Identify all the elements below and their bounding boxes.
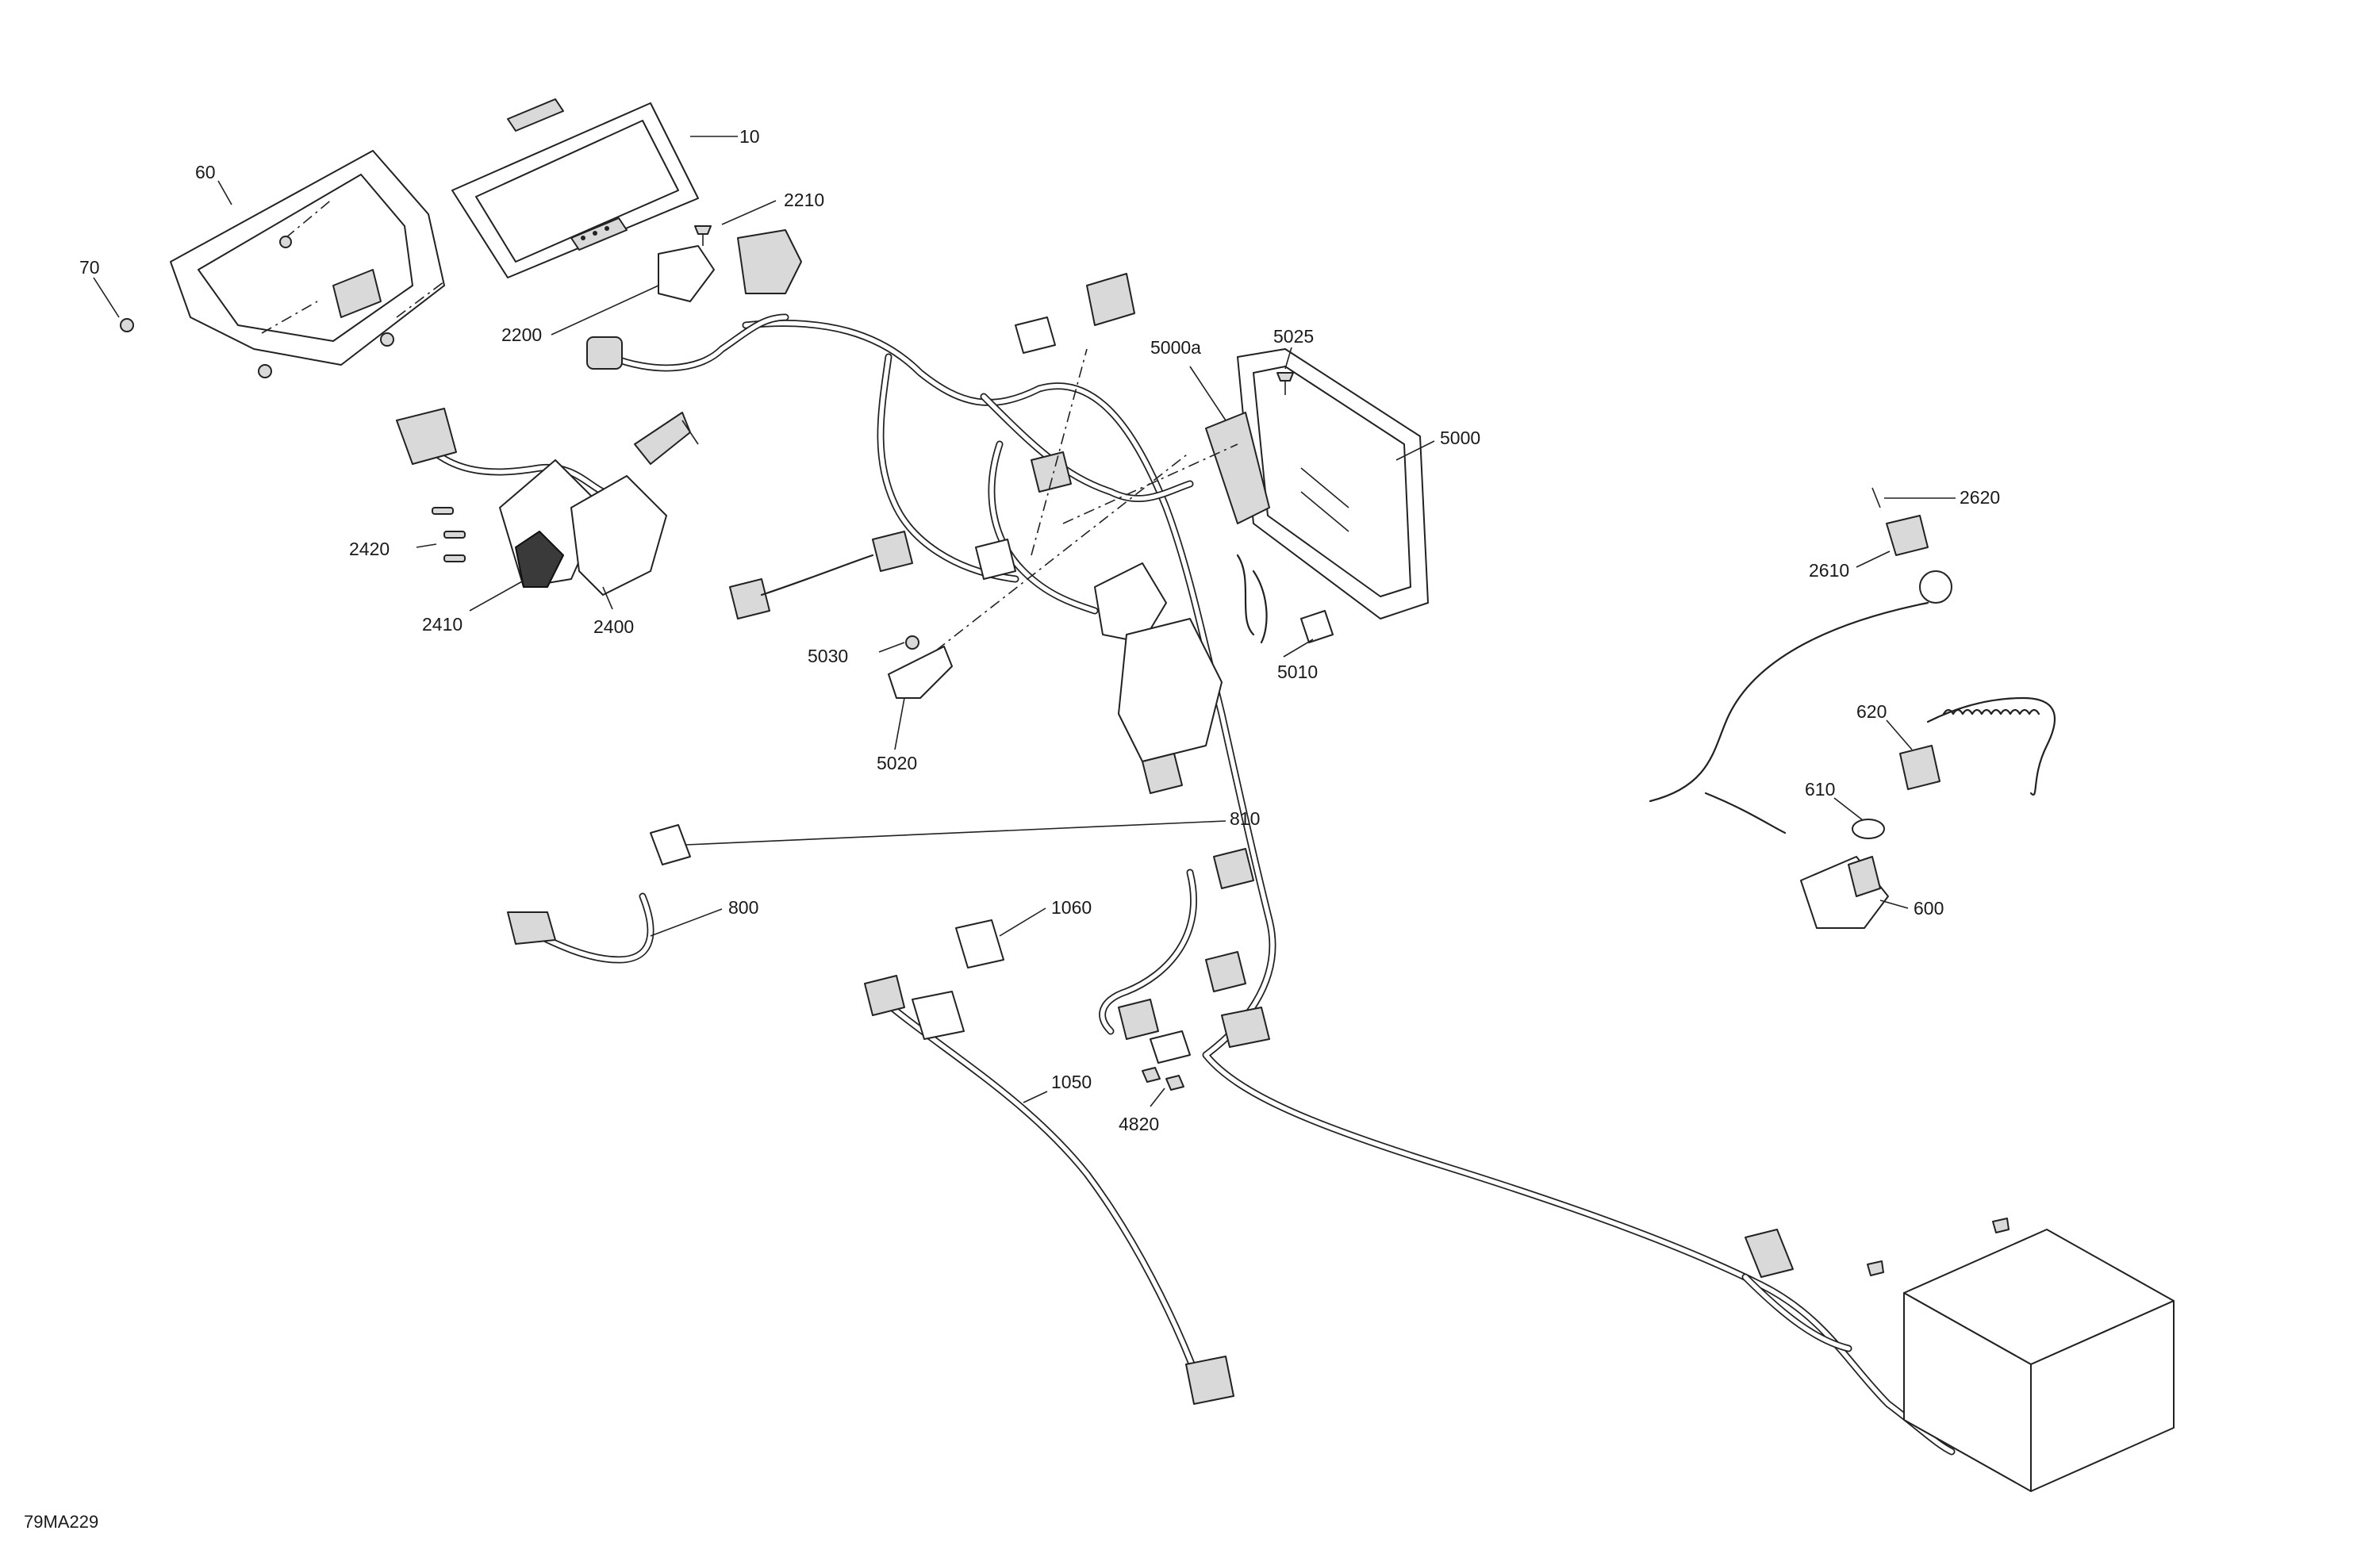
callout-2400: 2400 bbox=[593, 616, 634, 637]
connector-2200 bbox=[658, 245, 715, 302]
ecm-module-5000 bbox=[1205, 348, 1429, 619]
callout-2200: 2200 bbox=[501, 324, 542, 345]
connector-2200-end bbox=[586, 336, 623, 370]
callout-5000a: 5000a bbox=[1150, 337, 1201, 358]
screw-5025 bbox=[1276, 372, 1294, 395]
connector-left-end bbox=[729, 578, 770, 619]
buzzer-810 bbox=[650, 824, 691, 865]
callout-810: 810 bbox=[1230, 808, 1260, 829]
fuse-box bbox=[1118, 618, 1223, 762]
callout-5020: 5020 bbox=[877, 753, 917, 773]
wire-1050 bbox=[864, 975, 1234, 1405]
switch-1060 bbox=[955, 919, 1004, 969]
callout-70: 70 bbox=[79, 257, 100, 278]
harness-connectors bbox=[729, 273, 1270, 1048]
switch-2400 bbox=[570, 475, 667, 596]
callout-5000: 5000 bbox=[1440, 428, 1480, 448]
main-wiring-harness bbox=[742, 320, 1956, 1456]
battery-cable-boot bbox=[1745, 1229, 1794, 1278]
nuts-4820 bbox=[1142, 1030, 1191, 1091]
callout-5025: 5025 bbox=[1273, 326, 1314, 347]
callout-1050: 1050 bbox=[1051, 1072, 1092, 1092]
callout-620: 620 bbox=[1856, 701, 1887, 722]
callout-610: 610 bbox=[1805, 779, 1835, 800]
bracket-5020 bbox=[888, 635, 953, 699]
bracket-5010 bbox=[1300, 610, 1334, 643]
wire-800 bbox=[507, 892, 654, 964]
voltage-regulator bbox=[1094, 562, 1167, 643]
callout-4820: 4820 bbox=[1119, 1114, 1159, 1134]
screws-70 bbox=[120, 236, 394, 378]
relay-connector-top bbox=[1086, 273, 1135, 326]
connector-2210-block bbox=[737, 229, 802, 294]
dess-post-2610 bbox=[1649, 515, 1952, 834]
callout-2620: 2620 bbox=[1960, 487, 2000, 508]
screw-2420-b bbox=[443, 531, 466, 539]
screw-2420-c bbox=[443, 554, 466, 562]
callout-600: 600 bbox=[1914, 898, 1944, 919]
routing-dashes bbox=[935, 348, 1238, 651]
callout-60: 60 bbox=[195, 162, 216, 182]
callout-2610: 2610 bbox=[1809, 560, 1849, 581]
callout-1060: 1060 bbox=[1051, 897, 1092, 918]
callout-800: 800 bbox=[728, 897, 758, 918]
screw-2420-a bbox=[432, 507, 454, 515]
cluster-wire-2200 bbox=[586, 229, 802, 372]
callout-2420: 2420 bbox=[349, 539, 390, 559]
callout-5010: 5010 bbox=[1277, 662, 1318, 682]
switch-600 bbox=[1800, 856, 1889, 929]
steering-switch-assembly bbox=[396, 408, 699, 596]
callout-2210: 2210 bbox=[784, 190, 824, 210]
battery bbox=[1745, 1218, 2175, 1492]
screw-2210 bbox=[694, 225, 712, 246]
connector-2400 bbox=[396, 408, 457, 465]
callout-labels: 10 60 70 2210 2200 5025 5000a 5000 2620 … bbox=[79, 126, 2000, 1134]
leader-lines bbox=[93, 136, 1956, 1107]
nut-5030 bbox=[905, 635, 919, 650]
nut-610 bbox=[1852, 819, 1885, 839]
tether-cord-620 bbox=[1899, 696, 2056, 796]
callout-5030: 5030 bbox=[808, 646, 848, 666]
instrument-cluster bbox=[451, 98, 699, 278]
pin-2620 bbox=[1871, 487, 1881, 508]
callout-2410: 2410 bbox=[422, 614, 463, 635]
callout-10: 10 bbox=[739, 126, 760, 147]
ecm-connector-5000a bbox=[1205, 412, 1270, 524]
diagram-reference-code: 79MA229 bbox=[24, 1512, 98, 1532]
cluster-bezel bbox=[170, 150, 445, 366]
